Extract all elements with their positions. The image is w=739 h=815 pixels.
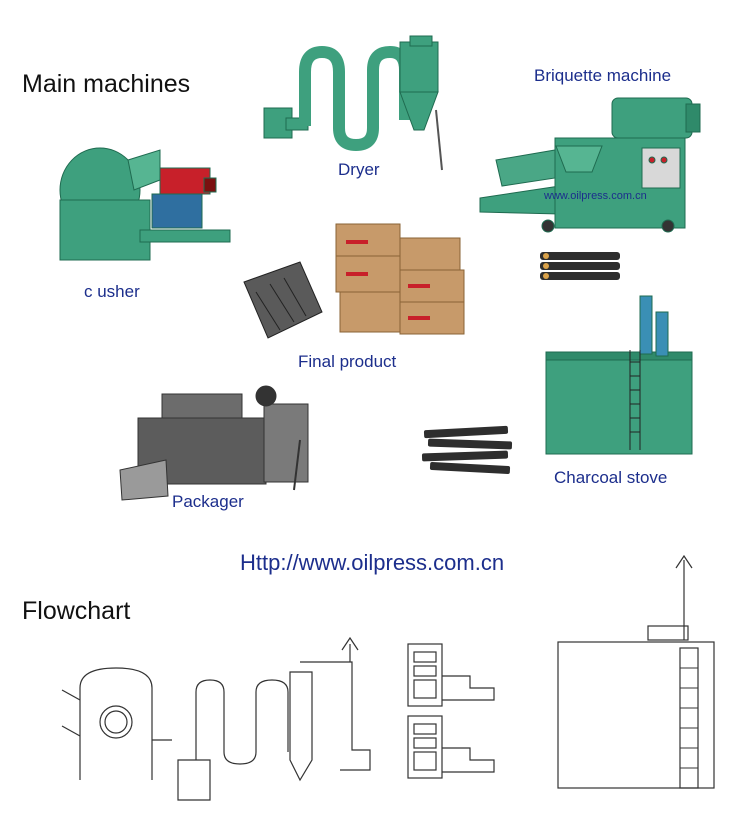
watermark-text: www.oilpress.com.cn [544, 190, 647, 202]
briquette-machine-label: Briquette machine [534, 66, 672, 85]
crusher-label: c usher [84, 282, 140, 301]
flowchart-heading: Flowchart [22, 597, 131, 625]
charcoal-stove-label: Charcoal stove [554, 468, 668, 487]
packager-label: Packager [172, 492, 244, 511]
final-product-label: Final product [298, 352, 397, 371]
main-machines-heading: Main machines [22, 70, 191, 98]
website-url: Http://www.oilpress.com.cn [240, 550, 505, 575]
dryer-label: Dryer [338, 160, 380, 179]
